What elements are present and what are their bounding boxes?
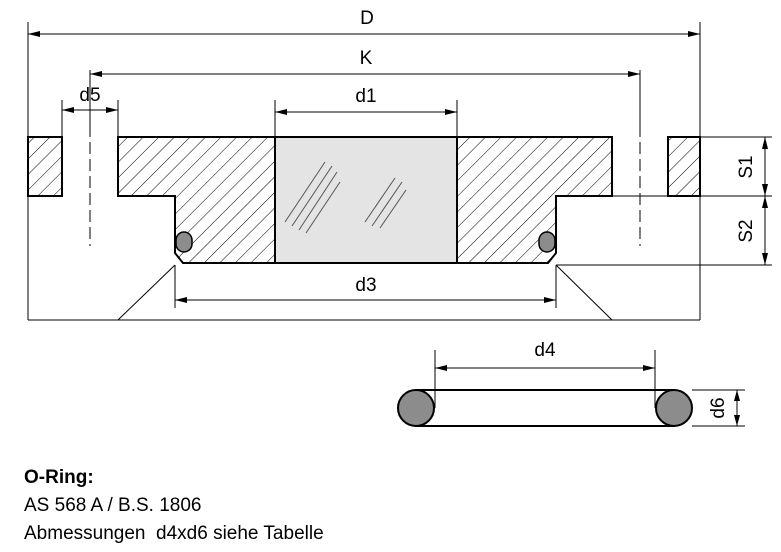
label-d4: d4: [534, 340, 556, 361]
flange-technical-drawing: D K d5 d1 d3 S1 S2 d4 d6: [27, 8, 772, 427]
oring-side-view: [397, 350, 745, 427]
label-S2: S2: [736, 219, 757, 242]
groove-oring-sections: [175, 231, 556, 253]
caption-title: O-Ring:: [24, 467, 94, 488]
dimension-lines: [28, 31, 768, 303]
caption-dimensions-note: Abmessungen d4xd6 siehe Tabelle: [24, 523, 324, 544]
flange-body: [27, 136, 701, 264]
extension-lines: [27, 22, 772, 321]
caption-standard: AS 568 A / B.S. 1806: [24, 495, 202, 516]
bore-section: [274, 136, 458, 264]
label-d6: d6: [708, 397, 729, 418]
label-d1: d1: [355, 86, 376, 107]
label-d3: d3: [355, 275, 376, 296]
label-S1: S1: [736, 155, 757, 178]
oring-caption: O-Ring: AS 568 A / B.S. 1806 Abmessungen…: [24, 464, 324, 548]
label-D: D: [360, 8, 374, 29]
label-d5: d5: [79, 85, 100, 106]
label-K: K: [360, 48, 373, 69]
